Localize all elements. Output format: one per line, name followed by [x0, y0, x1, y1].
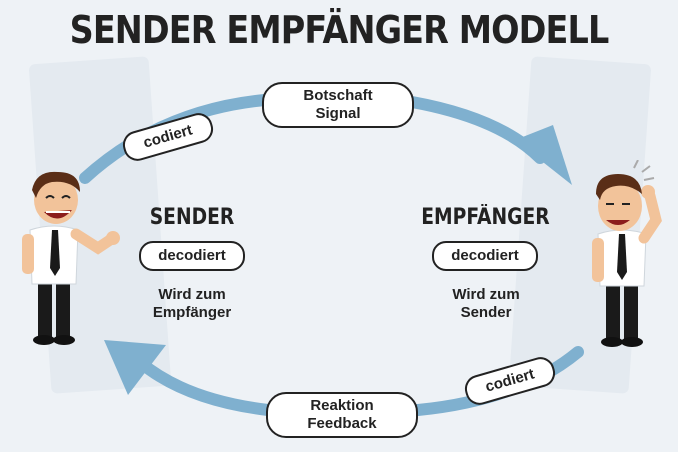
top-message-line2: Signal	[315, 105, 361, 122]
receiver-decodiert-label: decodiert	[451, 247, 519, 264]
bottom-feedback-line2: Feedback	[307, 415, 377, 432]
sender-figure	[22, 171, 120, 345]
bottom-feedback-line1: Reaktion	[310, 397, 374, 414]
top-message-line1: Botschaft	[303, 87, 373, 104]
bottom-arrow-path-left	[134, 356, 274, 416]
top-arrow-path-right	[406, 96, 546, 164]
bottom-feedback-pill: Reaktion Feedback	[266, 392, 418, 438]
page-title: SENDER EMPFÄNGER MODELL	[69, 8, 610, 52]
sender-description-line2: Empfänger	[152, 304, 232, 321]
sender-description: Wird zum Empfänger	[122, 286, 262, 322]
sender-heading: SENDER	[149, 205, 235, 230]
receiver-description: Wird zum Sender	[416, 286, 556, 322]
top-arrowhead	[515, 125, 572, 185]
sender-description-line1: Wird zum	[158, 286, 226, 303]
sender-decodiert-badge: decodiert	[139, 241, 245, 271]
receiver-figure	[592, 160, 662, 347]
receiver-heading: EMPFÄNGER	[421, 205, 550, 230]
receiver-decodiert-badge: decodiert	[432, 241, 538, 271]
top-message-pill: Botschaft Signal	[262, 82, 414, 128]
receiver-description-line1: Wird zum	[452, 286, 520, 303]
sender-decodiert-label: decodiert	[158, 247, 226, 264]
bottom-arrowhead	[104, 340, 166, 395]
receiver-description-line2: Sender	[460, 304, 512, 321]
